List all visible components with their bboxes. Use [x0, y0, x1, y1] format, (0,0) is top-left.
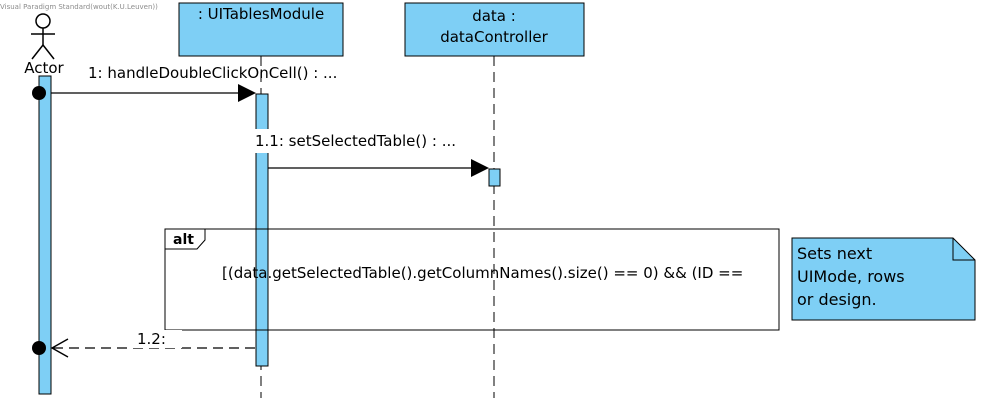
lifeline-header-datacontroller[interactable] [404, 2, 585, 57]
activation-bar-uitablesmodule[interactable] [255, 93, 269, 367]
activation-bar-datacontroller[interactable] [488, 168, 501, 187]
message-1-label: 1: handleDoubleClickOnCell() : ... [88, 64, 337, 82]
note-line-2: UIMode, rows [797, 267, 905, 286]
message-1-2-arrowhead [50, 338, 69, 358]
actor-name: Actor [24, 59, 64, 77]
lifeline-title-uitablesmodule: : UITablesModule [198, 5, 324, 23]
activation-bar-actor[interactable] [38, 75, 52, 395]
lifeline-title-datacontroller-line2: dataController [440, 28, 548, 46]
note-fold-corner [952, 238, 975, 261]
message-1-2-clear [165, 331, 255, 351]
message-1-1-label: 1.1: setSelectedTable() : ... [255, 132, 456, 150]
alt-operator-label: alt [173, 232, 194, 248]
note-line-3: or design. [797, 290, 877, 309]
message-1-arrowhead [238, 84, 256, 102]
note-line-1: Sets next [797, 244, 872, 263]
alt-fragment[interactable] [164, 228, 780, 331]
message-1-1-label-bg [252, 129, 397, 153]
note-box[interactable] [791, 237, 976, 321]
message-1-2-end-dot [32, 341, 46, 355]
lifeline-title-datacontroller-line1: data : [472, 7, 516, 25]
message-1-1-arrowhead [471, 159, 489, 177]
alt-guard-condition: [(data.getSelectedTable().getColumnNames… [222, 264, 743, 282]
alt-operator-tab [164, 228, 206, 250]
lifeline-header-uitablesmodule[interactable] [178, 2, 344, 57]
message-1-2-label: 1.2: [137, 330, 166, 348]
watermark-text: Visual Paradigm Standard(wout(K.U.Leuven… [0, 3, 158, 11]
message-1-start-dot [32, 86, 46, 100]
actor-figure [31, 13, 55, 60]
message-1-2-label-bg [128, 330, 182, 348]
